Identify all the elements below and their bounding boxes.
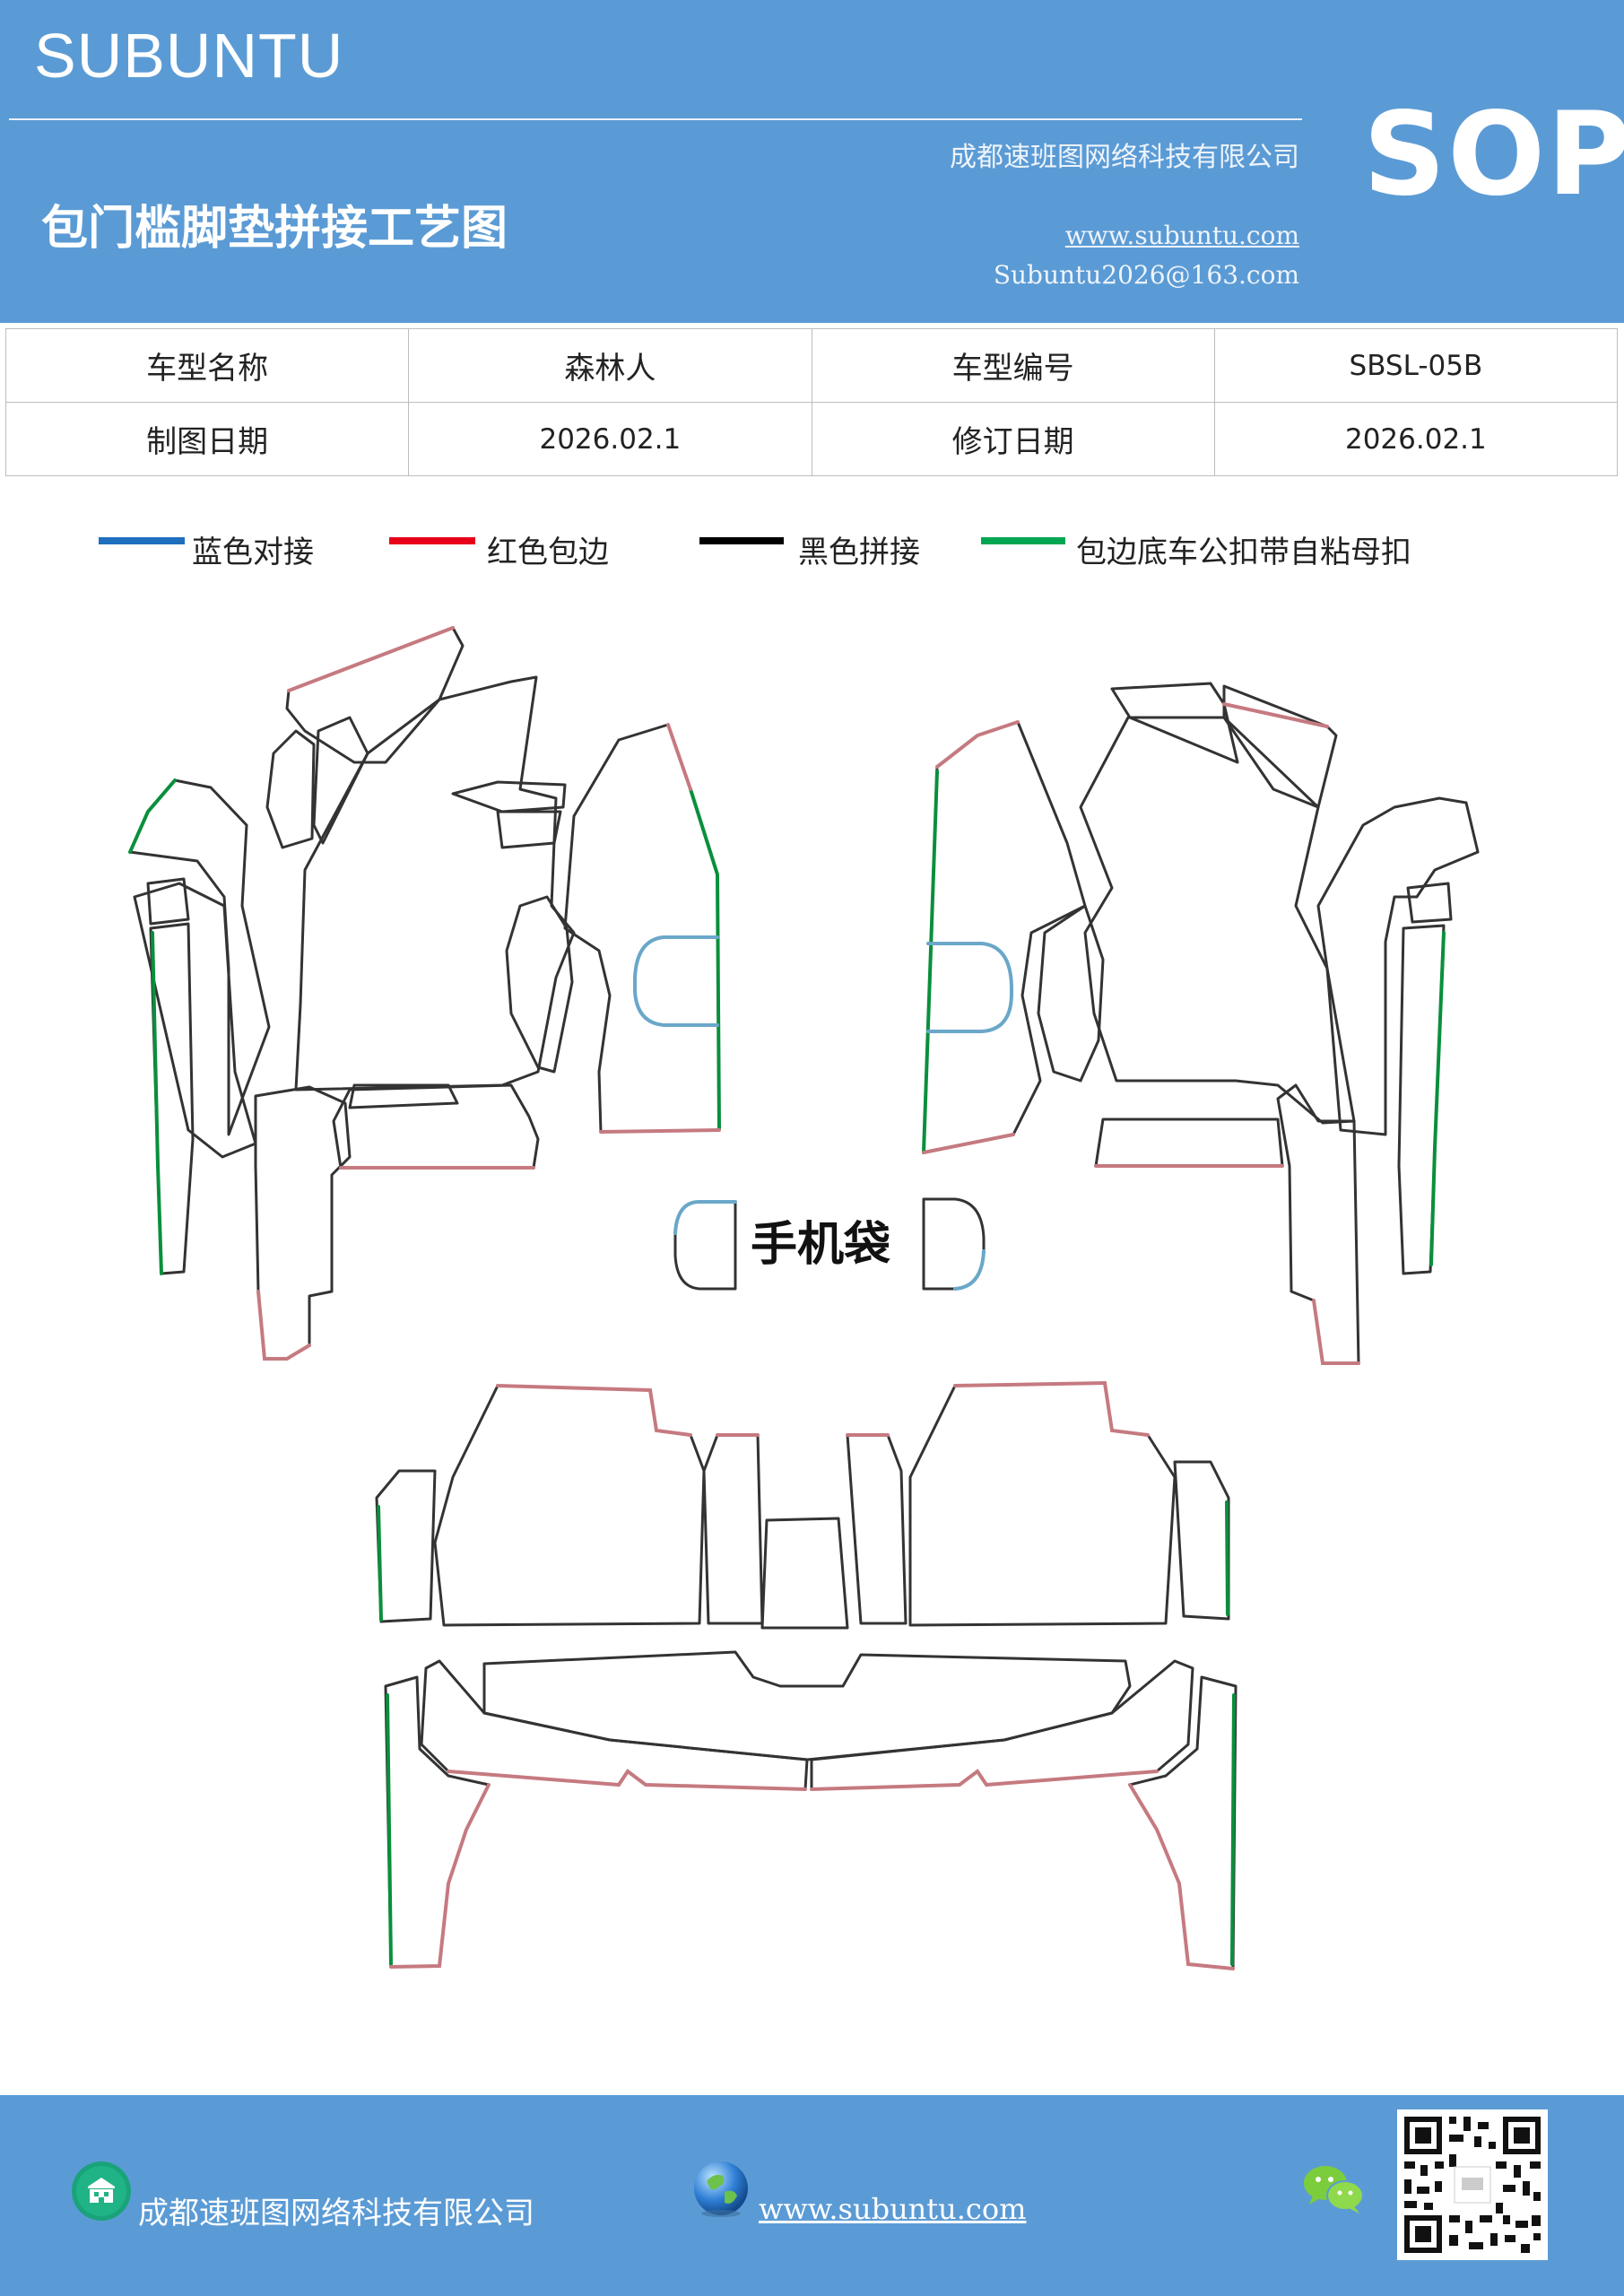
green-edge-trunk-right <box>1230 1693 1236 1966</box>
rear-center-tunnel <box>760 1517 849 1630</box>
red-edge-right-top <box>1222 702 1329 728</box>
header-banner <box>0 0 1624 323</box>
legend-swatch-black <box>699 537 784 544</box>
left-sill-insert-a <box>265 729 316 849</box>
trunk-lower-right <box>810 1659 1194 1791</box>
legend-swatch-green <box>981 537 1065 544</box>
left-edge-strip-small <box>146 877 190 926</box>
model-code-value: SBSL-05B <box>1213 328 1619 403</box>
green-edge-left-door <box>689 787 721 1130</box>
green-edge-rear-right <box>1225 1500 1229 1616</box>
green-edge-left-arch <box>128 778 177 854</box>
red-edge-trunk-right-arc <box>1128 1783 1235 1970</box>
rear-left-edge <box>375 1469 437 1623</box>
rear-right-edge <box>1173 1460 1230 1621</box>
document-title: 包门槛脚垫拼接工艺图 <box>41 202 508 256</box>
legend-swatch-blue <box>99 537 185 544</box>
right-edge-strip-small <box>1406 882 1453 924</box>
left-pocket-cap <box>348 1083 459 1109</box>
red-edge-left-top <box>287 626 455 692</box>
phone-pocket-label: 手机袋 <box>751 1218 890 1272</box>
table-row: 制图日期 2026.02.1 修订日期 2026.02.1 <box>4 402 1619 476</box>
right-sill-top-panel <box>1110 682 1239 764</box>
qr-code <box>1397 2109 1548 2260</box>
footer-website-link[interactable]: www.subuntu.com <box>759 2192 1027 2226</box>
trunk-left-side <box>384 1675 491 1969</box>
draw-date-label: 制图日期 <box>4 402 410 476</box>
right-sill-insert <box>1222 684 1338 809</box>
blue-edge-phone-left <box>673 1200 737 1235</box>
red-edge-right-door-bottom <box>922 1133 1015 1154</box>
red-edge-trunk-left-arc <box>389 1783 491 1969</box>
left-door-right-panel <box>563 723 721 1134</box>
model-name-label: 车型名称 <box>4 328 410 403</box>
left-sill-bar <box>332 1083 540 1170</box>
footer-company: 成都速班图网络科技有限公司 <box>138 2196 534 2231</box>
mat-pattern-diagram: 手机袋 <box>128 626 1480 1970</box>
blue-edge-phone-right <box>953 1249 986 1291</box>
green-edge-right-strip <box>1429 931 1446 1266</box>
legend-label-black: 黑色拼接 <box>798 535 920 570</box>
phone-pocket-left <box>673 1200 737 1291</box>
legend-label-red: 红色包边 <box>487 535 609 570</box>
model-code-label: 车型编号 <box>811 328 1215 403</box>
header-divider <box>9 118 1302 120</box>
revise-date-label: 修订日期 <box>811 402 1215 476</box>
table-row: 车型名称 森林人 车型编号 SBSL-05B <box>4 328 1619 403</box>
building-icon <box>72 2161 131 2221</box>
info-table: 车型名称 森林人 车型编号 SBSL-05B 制图日期 2026.02.1 修订… <box>4 328 1619 476</box>
red-edge-rear-left-seat <box>496 1384 692 1437</box>
revise-date-value: 2026.02.1 <box>1213 402 1619 476</box>
legend-label-blue: 蓝色对接 <box>192 535 314 570</box>
green-edge-rear-left <box>377 1505 383 1622</box>
trunk-lower-left <box>420 1659 809 1791</box>
brand-name: SUBUNTU <box>34 21 344 91</box>
model-name-value: 森林人 <box>408 328 812 403</box>
globe-icon <box>694 2161 748 2217</box>
red-edge-right-door-left <box>935 720 1020 769</box>
phone-pocket-right <box>922 1197 986 1291</box>
right-edge-strip-long <box>1397 924 1446 1275</box>
rear-center-left <box>702 1433 764 1625</box>
left-sill-insert-b <box>312 716 369 845</box>
left-oval-recess <box>505 895 574 1074</box>
red-edge-left-door-bottom <box>599 1128 721 1134</box>
company-name: 成都速班图网络科技有限公司 <box>950 142 1299 173</box>
green-edge-left-strip <box>151 931 163 1275</box>
blue-edge-left-pocket <box>633 935 719 1027</box>
red-edge-rear-right-seat <box>953 1380 1150 1437</box>
blue-edge-right-pocket <box>926 942 1013 1033</box>
left-small-pocket <box>451 780 567 813</box>
wechat-icon <box>1304 2166 1364 2213</box>
right-sill-bar <box>1094 1118 1284 1168</box>
website-link[interactable]: www.subuntu.com <box>1064 221 1299 250</box>
draw-date-value: 2026.02.1 <box>408 402 812 476</box>
left-small-pocket-2 <box>496 810 562 849</box>
rear-right-seat-panel <box>908 1381 1177 1627</box>
left-door-main-panel <box>294 675 576 1091</box>
red-edge-left-door <box>666 723 692 791</box>
right-door-main-panel <box>1079 716 1356 1125</box>
red-edge-trunk-bottom <box>447 1769 1159 1791</box>
green-edge-right-door <box>922 770 939 1154</box>
right-door-left-panel <box>922 720 1087 1154</box>
email-address: Subuntu2026@163.com <box>993 260 1299 290</box>
left-sill-top-panel <box>285 626 465 764</box>
right-oval-recess <box>1037 904 1105 1083</box>
legend-label-green: 包边底车公扣带自粘母扣 <box>1076 535 1411 570</box>
right-rear-arch <box>1316 796 1480 1136</box>
rear-left-seat-panel <box>433 1384 706 1627</box>
rear-center-right <box>846 1433 908 1625</box>
red-edge-left-step <box>256 1290 311 1361</box>
red-edge-right-step <box>1312 1299 1360 1365</box>
legend-swatch-red <box>389 537 475 544</box>
sop-badge: SOP <box>1363 88 1624 222</box>
trunk-top-bar <box>482 1650 1132 1761</box>
green-edge-trunk-left <box>386 1693 393 1966</box>
